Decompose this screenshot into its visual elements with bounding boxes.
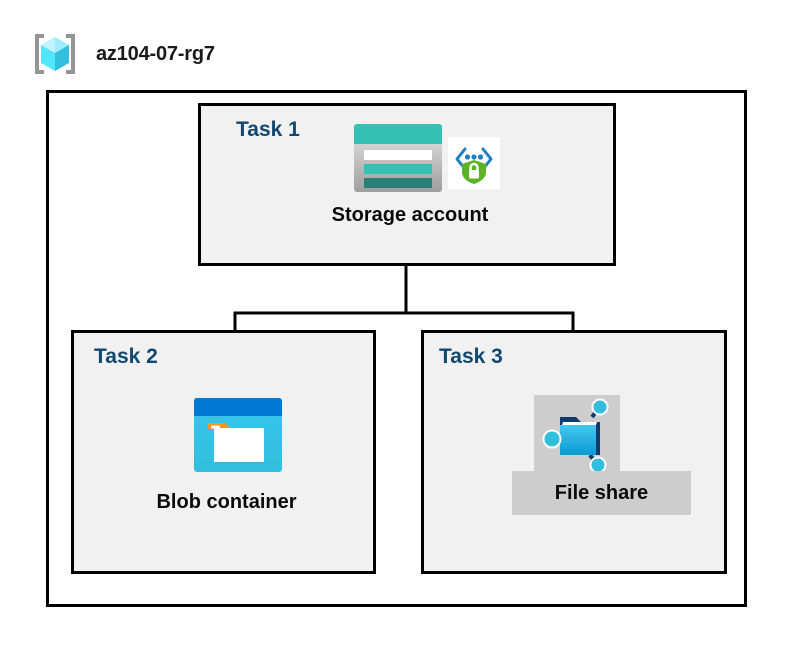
task-3-label: Task 3: [439, 345, 503, 368]
task-1-label: Task 1: [236, 118, 300, 141]
blob-container-icon: [192, 396, 284, 474]
storage-account-icon: [354, 124, 442, 192]
blob-container-label: Blob container: [156, 491, 297, 513]
file-share-icon: [534, 395, 620, 479]
file-share-label-highlight: File share: [512, 471, 691, 515]
azure-resource-group-icon: [30, 29, 80, 79]
encryption-shield-icon: [448, 137, 500, 189]
task-box-3[interactable]: Task 3: [421, 330, 727, 574]
resource-group-name: az104-07-rg7: [96, 42, 215, 65]
storage-account-label: Storage account: [331, 204, 489, 226]
file-share-label: File share: [554, 481, 649, 504]
resource-group-header: az104-07-rg7: [30, 28, 370, 80]
task-box-1[interactable]: Task 1: [198, 103, 616, 266]
task-2-label: Task 2: [94, 345, 158, 368]
file-share-icon-highlight: [534, 395, 620, 479]
task-box-2[interactable]: Task 2 Blob container: [71, 330, 376, 574]
